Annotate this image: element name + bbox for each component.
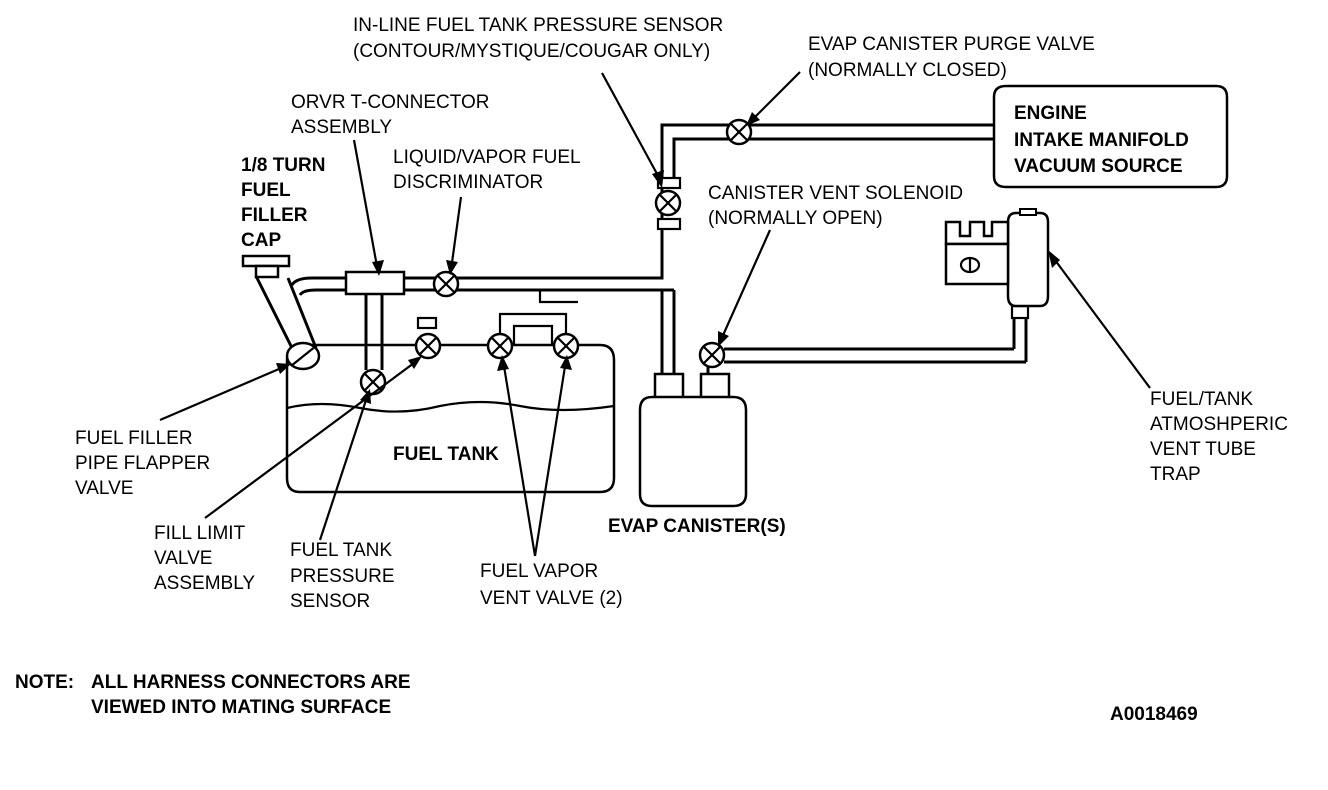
orvr-t-connector xyxy=(344,270,406,370)
flapper-label-3: VALVE xyxy=(75,478,133,499)
tank-sensor-label-1: FUEL TANK xyxy=(290,540,392,561)
filler-cap-label-4: CAP xyxy=(241,230,281,251)
canister-vent-solenoid xyxy=(698,341,726,369)
fuel-vapor-vent-valve-2 xyxy=(552,332,580,360)
fuel-tank-label: FUEL TANK xyxy=(393,444,499,465)
note-line-2: VIEWED INTO MATING SURFACE xyxy=(91,697,391,718)
vapor-line xyxy=(404,123,993,378)
vent-tube-trap xyxy=(944,208,1050,320)
vent-solenoid-label-1: CANISTER VENT SOLENOID xyxy=(708,183,963,204)
flapper-label-2: PIPE FLAPPER xyxy=(75,453,210,474)
orvr-label-2: ASSEMBLY xyxy=(291,117,392,138)
fill-limit-label-1: FILL LIMIT xyxy=(154,523,246,544)
vapor-vent-branch xyxy=(498,288,578,345)
engine-vacuum-box: ENGINE INTAKE MANIFOLD VACUUM SOURCE xyxy=(992,84,1229,189)
vent-line xyxy=(698,318,1028,374)
filler-cap-label-2: FUEL xyxy=(241,180,291,201)
evap-canister xyxy=(638,372,748,508)
liquid-vapor-discriminator xyxy=(432,270,460,298)
fuel-filler-pipe xyxy=(254,275,346,371)
flapper-label-1: FUEL FILLER xyxy=(75,428,193,449)
fill-limit-label-2: VALVE xyxy=(154,548,212,569)
leader-lines xyxy=(159,71,1151,557)
note-prefix: NOTE: xyxy=(15,672,74,693)
engine-label-2: INTAKE MANIFOLD xyxy=(1014,130,1189,151)
figure-id: A0018469 xyxy=(1110,704,1198,725)
discriminator-label-1: LIQUID/VAPOR FUEL xyxy=(393,147,581,168)
fuel-tank-pressure-sensor xyxy=(359,368,387,396)
labels: IN-LINE FUEL TANK PRESSURE SENSOR (CONTO… xyxy=(75,15,1288,612)
tank-sensor-label-3: SENSOR xyxy=(290,591,370,612)
engine-label-3: VACUUM SOURCE xyxy=(1014,156,1183,177)
inline-pressure-sensor xyxy=(654,176,682,231)
vent-trap-label-4: TRAP xyxy=(1150,464,1201,485)
vent-trap-label-3: VENT TUBE xyxy=(1150,439,1256,460)
engine-label-1: ENGINE xyxy=(1014,103,1087,124)
vent-solenoid-label-2: (NORMALLY OPEN) xyxy=(708,208,883,229)
orvr-label-1: ORVR T-CONNECTOR xyxy=(291,92,489,113)
note: NOTE: ALL HARNESS CONNECTORS ARE VIEWED … xyxy=(15,672,411,718)
inline-sensor-label-2: (CONTOUR/MYSTIQUE/COUGAR ONLY) xyxy=(353,41,710,62)
fill-limit-valve xyxy=(414,332,442,360)
discriminator-label-2: DISCRIMINATOR xyxy=(393,172,543,193)
vapor-vent-label-1: FUEL VAPOR xyxy=(480,561,598,582)
filler-cap-label-1: 1/8 TURN xyxy=(241,155,325,176)
vent-trap-label-2: ATMOSHPERIC xyxy=(1150,414,1288,435)
vent-trap-label-1: FUEL/TANK xyxy=(1150,389,1253,410)
tank-sensor-label-2: PRESSURE xyxy=(290,566,395,587)
fill-limit-label-3: ASSEMBLY xyxy=(154,573,255,594)
canister-label: EVAP CANISTER(S) xyxy=(608,516,786,537)
fill-limit-cap xyxy=(416,316,438,330)
inline-sensor-label-1: IN-LINE FUEL TANK PRESSURE SENSOR xyxy=(353,15,723,36)
filler-cap-label-3: FILLER xyxy=(241,205,308,226)
vapor-vent-label-2: VENT VALVE (2) xyxy=(480,588,623,609)
fuel-filler-cap xyxy=(241,254,291,279)
purge-valve-label-2: (NORMALLY CLOSED) xyxy=(808,60,1007,81)
fuel-vapor-vent-valve-1 xyxy=(486,332,514,360)
note-line-1: ALL HARNESS CONNECTORS ARE xyxy=(91,672,411,693)
purge-valve-label-1: EVAP CANISTER PURGE VALVE xyxy=(808,34,1095,55)
